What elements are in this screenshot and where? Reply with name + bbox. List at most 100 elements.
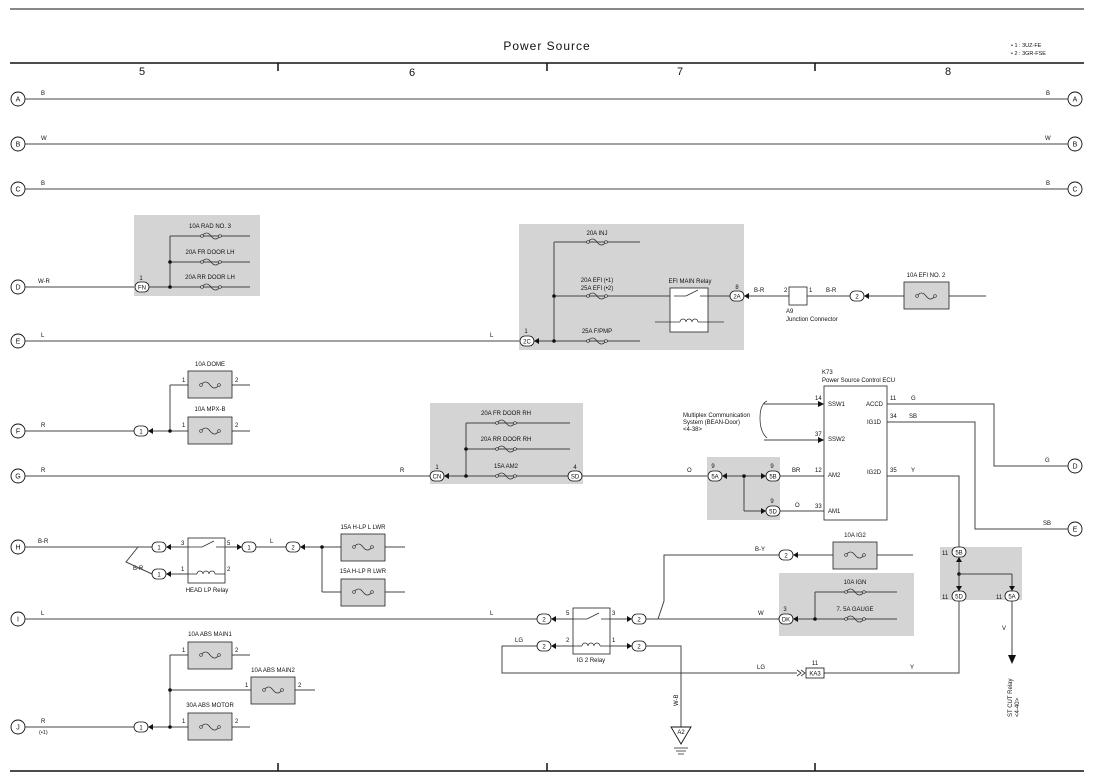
connector-fn-label: FN	[138, 286, 146, 292]
fuse-am2-label: 15A AM2	[494, 464, 519, 470]
pin-hr2: 2	[227, 567, 231, 573]
wire-label-wb: W-B	[674, 694, 680, 706]
connector-c1-h2-label: 1	[157, 573, 161, 579]
junction-block-engine	[519, 224, 744, 350]
pin-am2: 12	[815, 468, 822, 474]
pin-abs1-left: 1	[182, 648, 186, 654]
wire-label-i-2: L	[490, 611, 494, 617]
pin-sd: 4	[573, 465, 577, 471]
pin-5d: 9	[770, 499, 774, 505]
connector-c2-i2-label: 2	[637, 618, 641, 624]
wire-label-h: B-R	[38, 539, 49, 545]
wire-acc-to-d	[887, 403, 1068, 467]
row-marker-e-right: E	[1073, 527, 1078, 534]
fuse-abs2-label: 10A ABS MAIN2	[251, 668, 295, 674]
row-marker-b: B	[16, 142, 21, 149]
connector-c2-i3-label: 2	[542, 645, 546, 651]
row-marker-b-right: B	[1073, 142, 1078, 149]
connector-5d-right-label: 5D	[955, 595, 963, 601]
wire-label-i: L	[41, 611, 45, 617]
connector-5b-label: 5B	[769, 475, 776, 481]
junction-connector-a9	[788, 286, 808, 306]
ground-a2-icon	[670, 726, 692, 745]
connector-5a-label: 5A	[711, 475, 718, 481]
relay-head-lp	[187, 537, 226, 584]
pin-ig3: 3	[612, 611, 616, 617]
fuse-rrdoor-rh-label: 20A RR DOOR RH	[481, 437, 532, 443]
junction-block-rh	[430, 403, 583, 484]
fuse-mpxb-label: 10A MPX-B	[194, 407, 225, 413]
connector-c2-efi2-label: 2	[855, 295, 859, 301]
pin-absm-left: 1	[182, 719, 186, 725]
wire-label-lg: LG	[515, 638, 523, 644]
wire-label-j: R	[41, 719, 46, 725]
pin-dk: 3	[783, 607, 787, 613]
row-marker-c: C	[15, 187, 20, 194]
column-number-8: 8	[945, 66, 951, 78]
wire-label-c: B	[41, 181, 45, 187]
pin-abs1-right: 2	[235, 648, 239, 654]
pin-jc-right: 1	[809, 288, 813, 294]
legend-engine-1: • 1 : 3UZ-FE	[1011, 43, 1042, 49]
row-marker-j: J	[16, 725, 20, 732]
row-marker-e: E	[16, 339, 21, 346]
fuse-abs1-label: 10A ABS MAIN1	[188, 632, 232, 638]
fuse-absmotor-label: 30A ABS MOTOR	[186, 703, 234, 709]
wire-label-sb-ig1: SB	[909, 414, 917, 420]
pin-acc: 11	[890, 396, 897, 402]
pin-hr1: 1	[181, 567, 185, 573]
wire-label-g: R	[41, 468, 46, 474]
wire-label-b-right: W	[1045, 136, 1051, 142]
row-marker-h: H	[15, 545, 20, 552]
wire-label-g-2: R	[400, 468, 405, 474]
ecu-id: K73	[822, 370, 833, 376]
multiplex-label-3: <4-38>	[683, 427, 703, 433]
pin-abs2-left: 1	[245, 683, 249, 689]
ecu-k73	[823, 385, 888, 521]
row-marker-i: I	[17, 617, 19, 624]
pin-absm-right: 2	[235, 719, 239, 725]
connector-c1-h3-label: 1	[247, 546, 251, 552]
wire-label-g-right: G	[1045, 458, 1050, 464]
connector-c1-h1-label: 1	[157, 546, 161, 552]
pin-5b: 9	[770, 464, 774, 470]
st-cut-ref: <4-40>	[1015, 697, 1021, 717]
connector-2a-label: 2A	[733, 295, 740, 301]
row-markers-left	[10, 91, 26, 735]
row-marker-d-right: D	[1072, 464, 1077, 471]
pin-dome-left: 1	[182, 378, 186, 384]
connector-c2-i4-label: 2	[637, 645, 641, 651]
fuse-rrdoor-lh-label: 20A RR DOOR LH	[185, 275, 235, 281]
relay-ig2-label: IG 2 Relay	[577, 658, 605, 664]
ecu-pin-ssw2: SSW2	[828, 437, 846, 443]
column-number-5: 5	[139, 66, 145, 78]
pin-ig2p: 2	[566, 638, 570, 644]
relay-ig2	[572, 607, 611, 655]
pin-dome-right: 2	[235, 378, 239, 384]
wire-label-b: W	[41, 136, 47, 142]
wire-label-by: B-Y	[755, 547, 765, 553]
junction-id: A9	[786, 309, 794, 315]
pin-ka3: 11	[812, 661, 819, 667]
pin-fn: 1	[139, 276, 143, 282]
connector-sd-label: SD	[571, 475, 580, 481]
wire-label-efi-out-2: B-R	[826, 288, 837, 294]
wire-note-j: (•1)	[39, 730, 48, 736]
row-marker-a-right: A	[1073, 97, 1078, 104]
ecu-pin-ig2: IG2D	[867, 470, 882, 476]
row-marker-d: D	[15, 285, 20, 292]
connector-5b-right-label: 5B	[955, 551, 962, 557]
column-number-7: 7	[677, 66, 683, 78]
st-cut-label: ST CUT Relay	[1008, 679, 1014, 717]
wire-label-br: BR	[792, 468, 801, 474]
connector-dk-label: DK	[782, 618, 790, 624]
junction-block-ign	[779, 573, 914, 636]
fuse-inj-label: 20A INJ	[586, 231, 607, 237]
fuse-ig2-label: 10A IG2	[844, 533, 866, 539]
junction-block-lh	[134, 215, 260, 296]
column-number-6: 6	[409, 67, 415, 79]
wire-label-lg2: LG	[757, 665, 765, 671]
fuse-gauge-label: 7. 5A GAUGE	[836, 607, 873, 613]
